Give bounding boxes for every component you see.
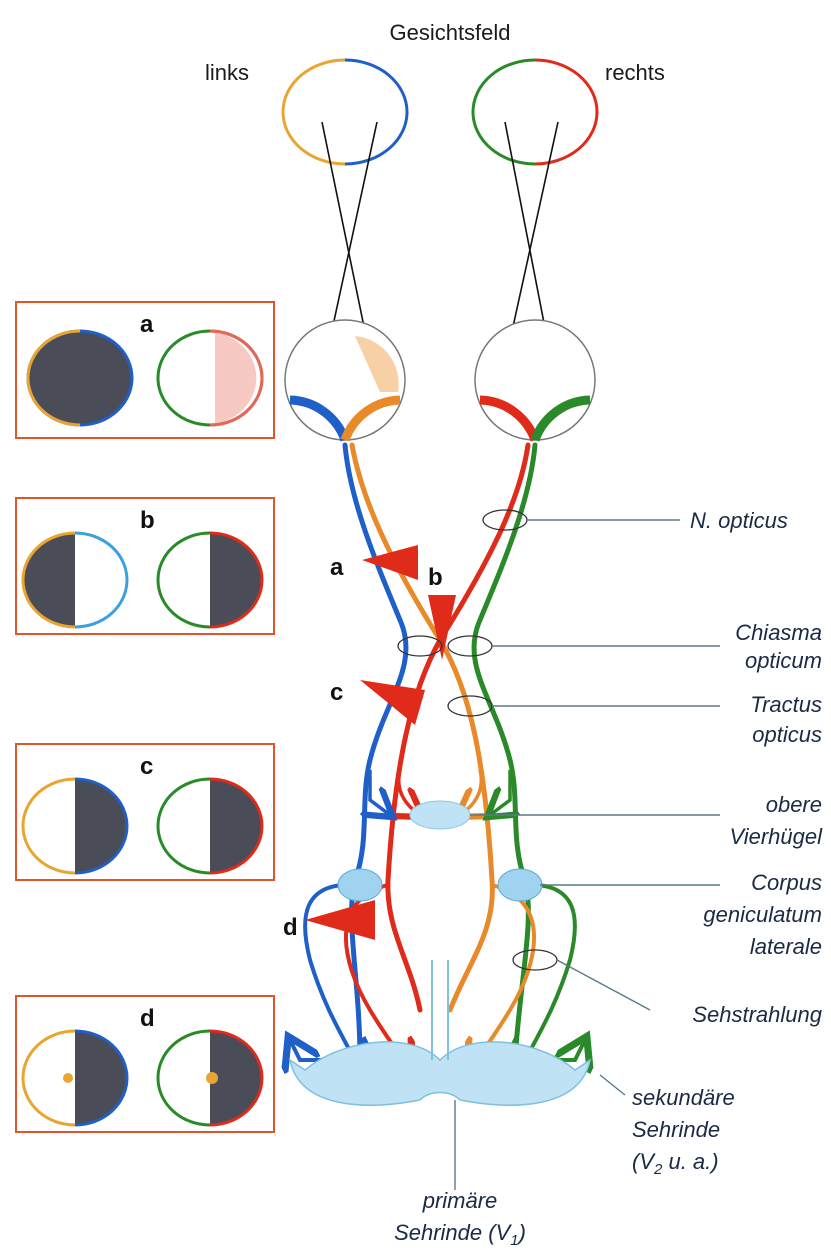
label-cgl-2: geniculatum	[703, 902, 822, 927]
label-cgl-3: laterale	[750, 934, 822, 959]
label-chiasma-1: Chiasma	[735, 620, 822, 645]
label-primaer-1: primäre	[422, 1188, 498, 1213]
label-sehstrahlung: Sehstrahlung	[692, 1002, 822, 1027]
label-sekundaer-3: (V2 u. a.)	[632, 1149, 719, 1178]
label-tractus-1: Tractus	[750, 692, 822, 717]
lesion-marker-d	[305, 900, 375, 940]
superior-colliculus	[410, 801, 470, 829]
label-n-opticus: N. opticus	[690, 508, 788, 533]
label-vierhuegel-2: Vierhügel	[729, 824, 823, 849]
deficit-panel-d: d	[16, 996, 274, 1132]
panel-letter-a: a	[140, 311, 154, 338]
lgn-left	[338, 869, 382, 901]
lesion-letter-c: c	[330, 679, 343, 706]
visual-cortex	[290, 1042, 590, 1105]
lgn-right	[498, 869, 542, 901]
deficit-panel-b: b	[16, 498, 274, 634]
label-chiasma-2: opticum	[745, 648, 822, 673]
deficit-panel-a: a	[16, 302, 274, 438]
lesion-letter-a: a	[330, 554, 344, 581]
panel-letter-d: d	[140, 1005, 155, 1032]
label-vierhuegel-1: obere	[766, 792, 822, 817]
lesion-letter-b: b	[428, 564, 443, 591]
cortex-midline	[432, 960, 448, 1060]
label-sekundaer-1: sekundäre	[632, 1085, 735, 1110]
lesion-marker-c	[360, 680, 425, 725]
visual-field-left	[283, 60, 407, 164]
left-eye	[285, 320, 405, 440]
header-left-label: links	[205, 60, 249, 85]
label-sekundaer-2: Sehrinde	[632, 1117, 720, 1142]
label-cgl-1: Corpus	[751, 870, 822, 895]
panel-letter-b: b	[140, 507, 155, 534]
panel-letter-c: c	[140, 753, 153, 780]
label-primaer-2: Sehrinde (V1)	[394, 1220, 526, 1249]
pathways	[345, 445, 535, 1060]
deficit-panel-c: c	[16, 744, 274, 880]
right-eye	[475, 320, 595, 440]
label-tractus-2: opticus	[752, 722, 822, 747]
lesion-letter-d: d	[283, 914, 298, 941]
header-title: Gesichtsfeld	[389, 20, 510, 45]
visual-field-right	[473, 60, 597, 164]
header-right-label: rechts	[605, 60, 665, 85]
